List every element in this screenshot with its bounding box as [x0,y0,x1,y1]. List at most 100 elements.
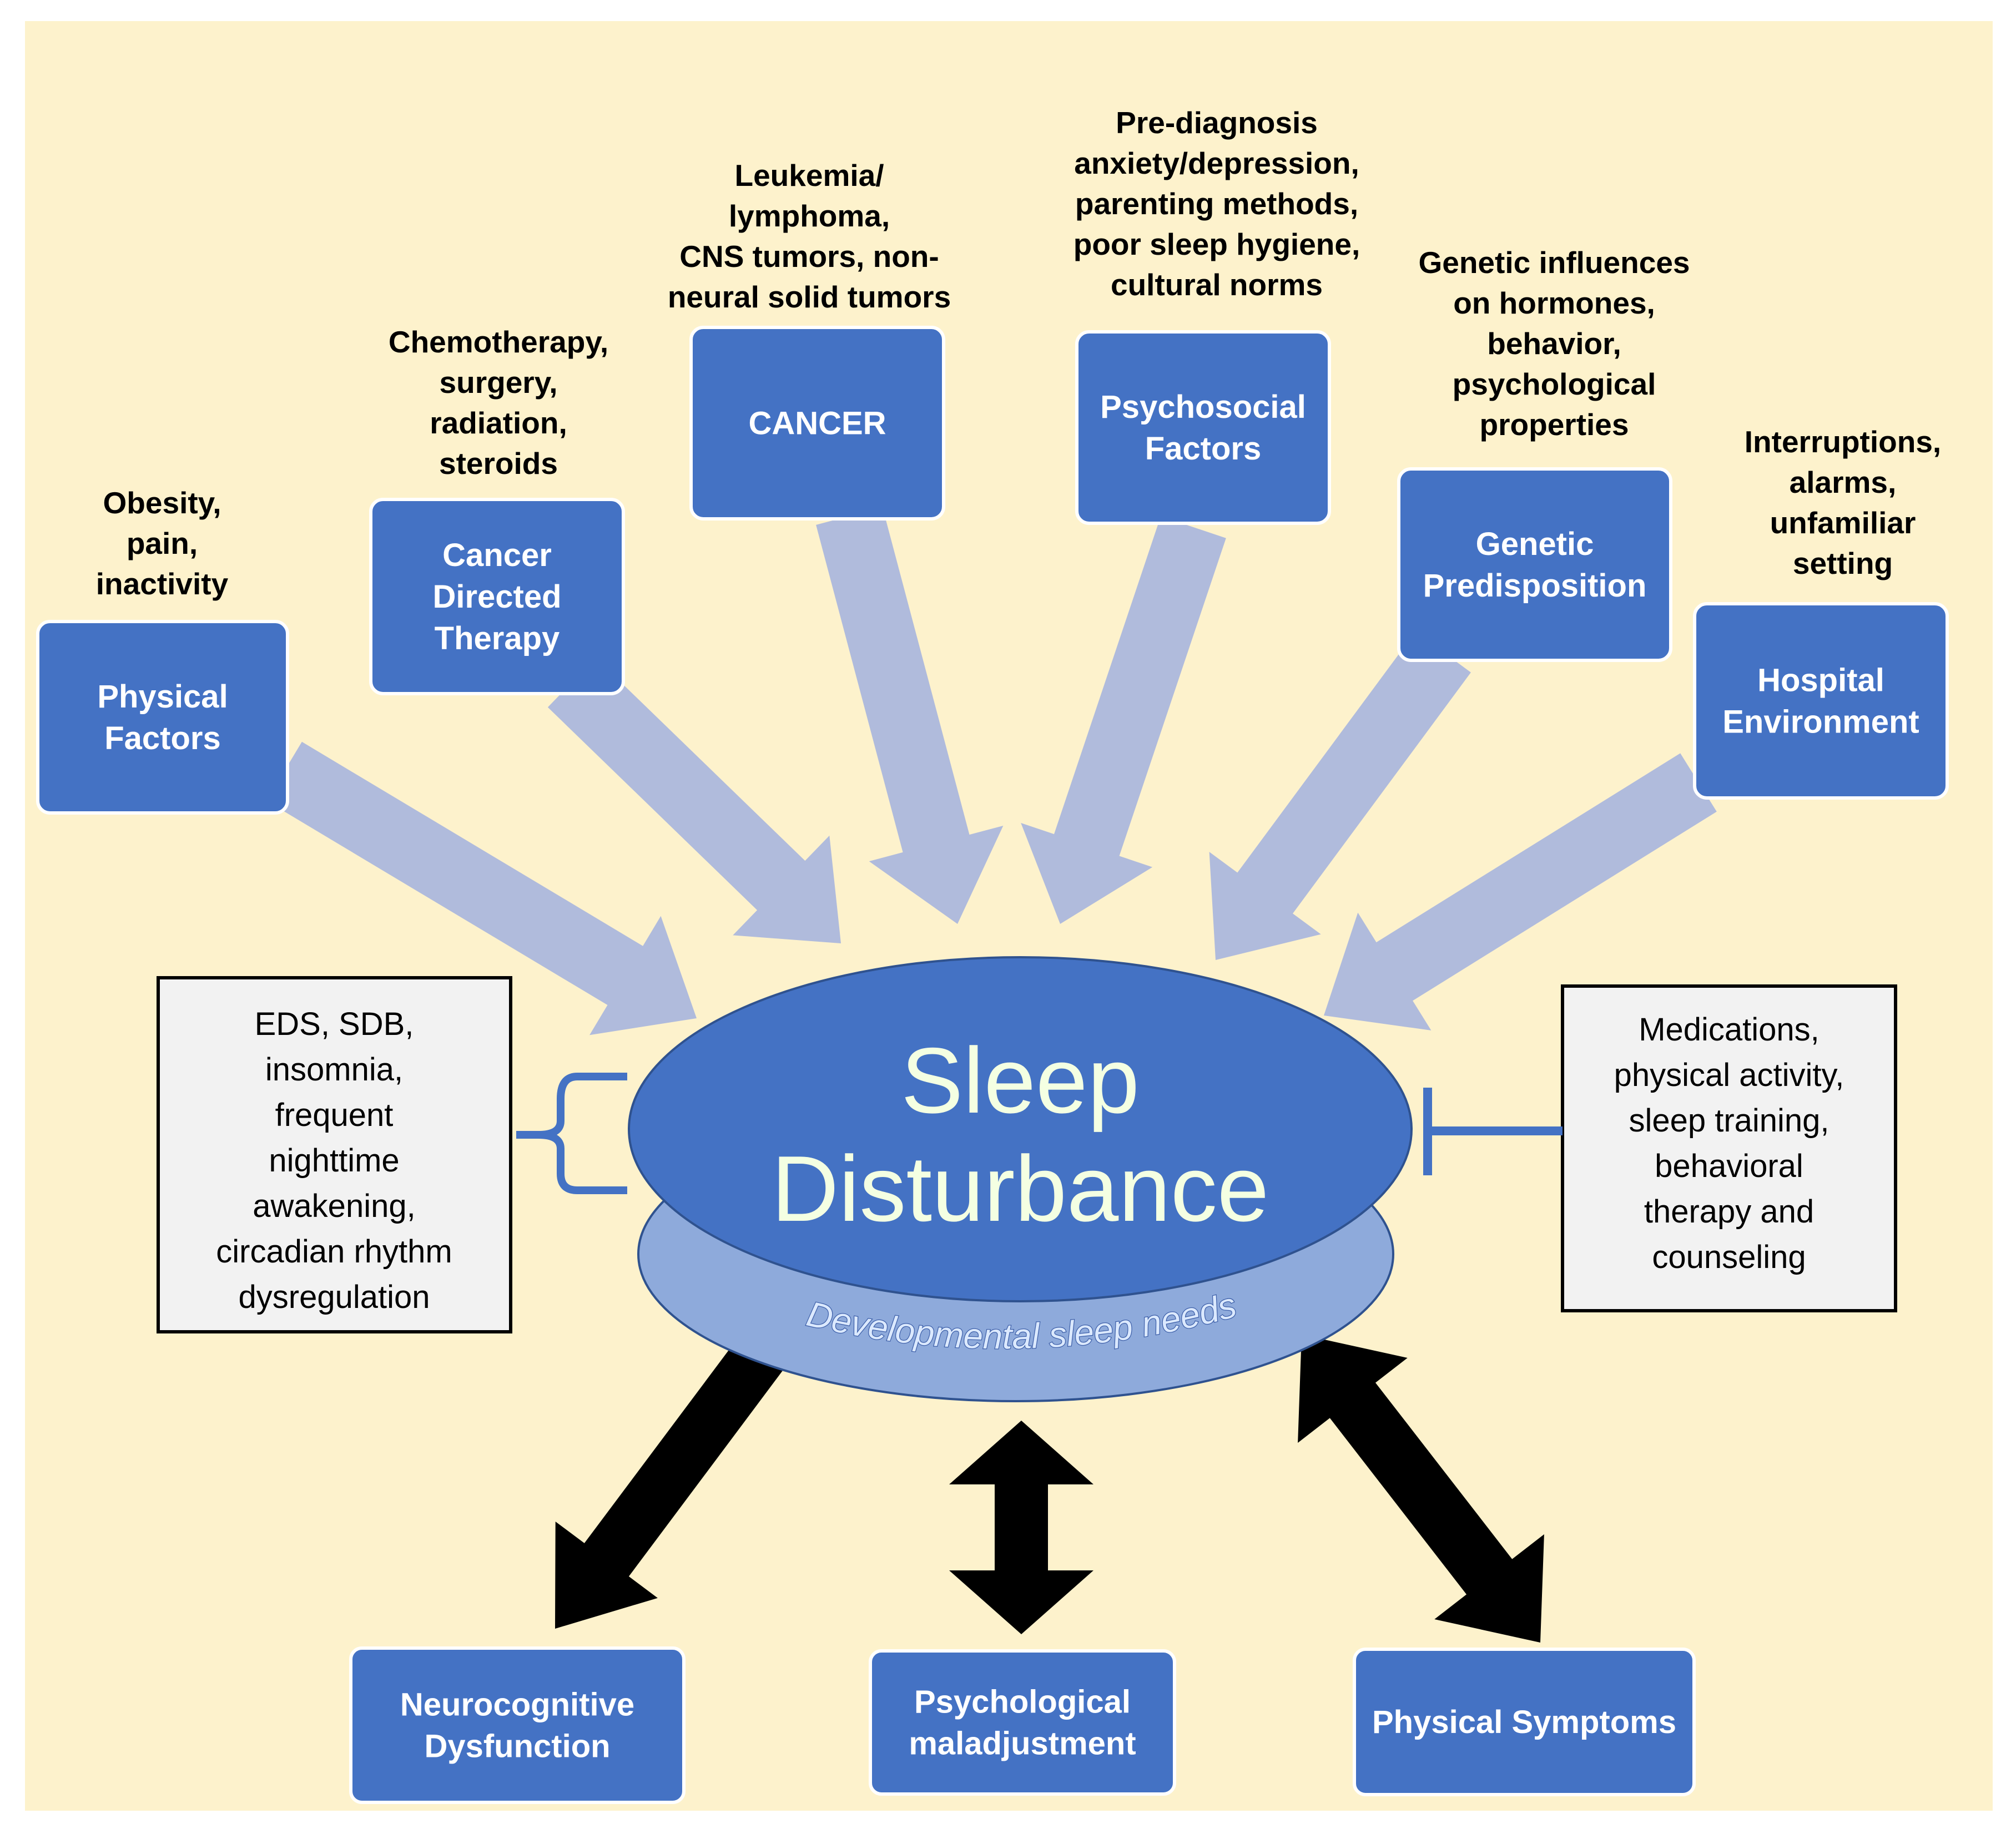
factor-note-3-line-2: lymphoma, [729,199,890,233]
factor-note-3-line-4: neural solid tumors [668,280,951,314]
factor-note-6-line-3: unfamiliar [1770,506,1916,540]
factor-boxes: PhysicalFactorsCancerDirectedTherapyCANC… [36,326,1949,815]
factor-note-4-line-3: parenting methods, [1075,186,1358,221]
factor-note-1-line-2: pain, [127,526,198,560]
factor-note-4: Pre-diagnosis anxiety/depression, parentin… [1073,105,1360,302]
factor-box-shape-3 [689,326,945,521]
center-ellipse [628,956,1413,1302]
left-box-line-5: awakening, [253,1188,415,1224]
outcome-arrows [555,1326,1544,1643]
factor-box-shape-6 [1693,602,1949,800]
factor-box-shape-5 [1397,467,1672,662]
input-arrow-3 [816,507,1004,924]
factor-note-2-line-3: radiation, [430,406,567,440]
factor-note-2-line-2: surgery, [440,365,558,400]
factor-label-5-line-2: Predisposition [1423,568,1647,604]
factor-label-3-line-1: CANCER [748,406,886,442]
outcome-box-shape-1 [349,1646,686,1804]
right-box-line-4: behavioral [1655,1148,1803,1184]
factor-label-1-line-1: Physical [97,679,228,715]
factor-label-6-line-1: Hospital [1757,663,1884,699]
outcome-label-1-line-2: Dysfunction [424,1729,610,1765]
left-box-line-6: circadian rhythm [216,1234,452,1270]
outcome-arrow-neurocognitive [555,1326,791,1629]
factor-note-4-line-2: anxiety/depression, [1074,146,1359,180]
left-box-line-7: dysregulation [239,1279,430,1315]
input-arrows [266,507,1717,1035]
factor-label-1-line-2: Factors [104,720,221,756]
left-box-line-1: EDS, SDB, [255,1006,414,1042]
factor-note-4-line-1: Pre-diagnosis [1116,105,1318,140]
factor-note-6-line-1: Interruptions, [1745,425,1941,459]
outcome-box-shape-3 [1353,1648,1696,1796]
outcome-label-1-line-1: Neurocognitive [400,1687,634,1723]
factor-note-6: Interruptions, alarms, unfamiliar setting [1745,425,1941,580]
input-arrow-1 [266,741,697,1035]
factor-note-2-line-1: Chemotherapy, [389,325,608,359]
factor-label-6-line-2: Environment [1722,704,1919,740]
outcome-box-3: Physical Symptoms [1353,1648,1696,1796]
factor-note-5-line-4: psychological [1453,367,1656,401]
right-side-box [1561,984,1897,1312]
factor-note-1-line-1: Obesity, [103,486,221,520]
factor-box-shape-2 [369,498,625,695]
left-side-box [157,976,512,1333]
left-box-line-4: nighttime [269,1143,399,1179]
factor-label-2-line-1: Cancer [442,537,552,573]
factor-label-4-line-2: Factors [1145,431,1262,467]
factor-note-2-line-4: steroids [439,446,558,481]
right-box-line-2: physical activity, [1614,1057,1844,1093]
right-box-line-5: therapy and [1644,1194,1814,1230]
factor-note-4-line-4: poor sleep hygiene, [1073,227,1360,261]
input-arrow-2 [547,658,841,943]
outcome-label-2-line-1: Psychological [914,1684,1131,1720]
factor-note-1: Obesity, pain, inactivity [96,486,229,601]
factor-box-shape-1 [36,620,289,815]
factor-notes: Obesity, pain, inactivity Chemotherapy, surg… [96,105,1941,601]
right-box-line-3: sleep training, [1629,1103,1829,1139]
factor-note-5-line-2: on hormones, [1453,286,1655,320]
input-arrow-4 [1021,516,1226,924]
input-arrow-6 [1324,753,1717,1030]
factor-note-3-line-3: CNS tumors, non- [679,239,939,274]
factor-note-2: Chemotherapy, surgery, radiation, steroids [389,325,608,481]
factor-note-6-line-4: setting [1793,546,1893,580]
outcome-arrow-physical-symptoms [1298,1335,1544,1643]
outcome-arrow-psychological [949,1421,1093,1634]
factor-label-5-line-1: Genetic [1476,526,1594,562]
left-bracket [516,1073,627,1194]
factor-label-2-line-3: Therapy [435,620,560,656]
outcome-label-3-line-1: Physical Symptoms [1372,1704,1676,1740]
factor-box-shape-4 [1075,330,1331,525]
outcome-box-shape-2 [869,1649,1176,1796]
factor-note-6-line-2: alarms, [1790,465,1897,499]
factor-note-5-line-5: properties [1480,407,1629,442]
right-box-line-6: counseling [1652,1239,1806,1275]
left-side-box-text: EDS, SDB, insomnia, frequent nighttime awake… [216,1006,452,1315]
factor-note-1-line-3: inactivity [96,567,229,601]
factor-box-3: CANCER [689,326,945,521]
factor-note-4-line-5: cultural norms [1111,267,1323,302]
center-title-line2: Disturbance [772,1136,1269,1241]
factor-note-5-line-3: behavior, [1487,326,1621,361]
outcome-label-2-line-2: maladjustment [909,1726,1136,1762]
left-box-line-2: insomnia, [265,1052,403,1088]
right-side-box-text: Medications, physical activity, sleep trai… [1614,1012,1844,1275]
right-box-line-1: Medications, [1639,1012,1820,1048]
input-arrow-5 [1209,631,1471,960]
factor-note-5: Genetic influences on hormones, behavior, p… [1418,245,1690,442]
factor-label-2-line-2: Directed [432,579,561,615]
left-box-line-3: frequent [275,1097,394,1133]
center-title-line1: Sleep [901,1028,1140,1133]
factor-label-4-line-1: Psychosocial [1100,389,1306,425]
factor-note-5-line-1: Genetic influences [1418,245,1690,280]
